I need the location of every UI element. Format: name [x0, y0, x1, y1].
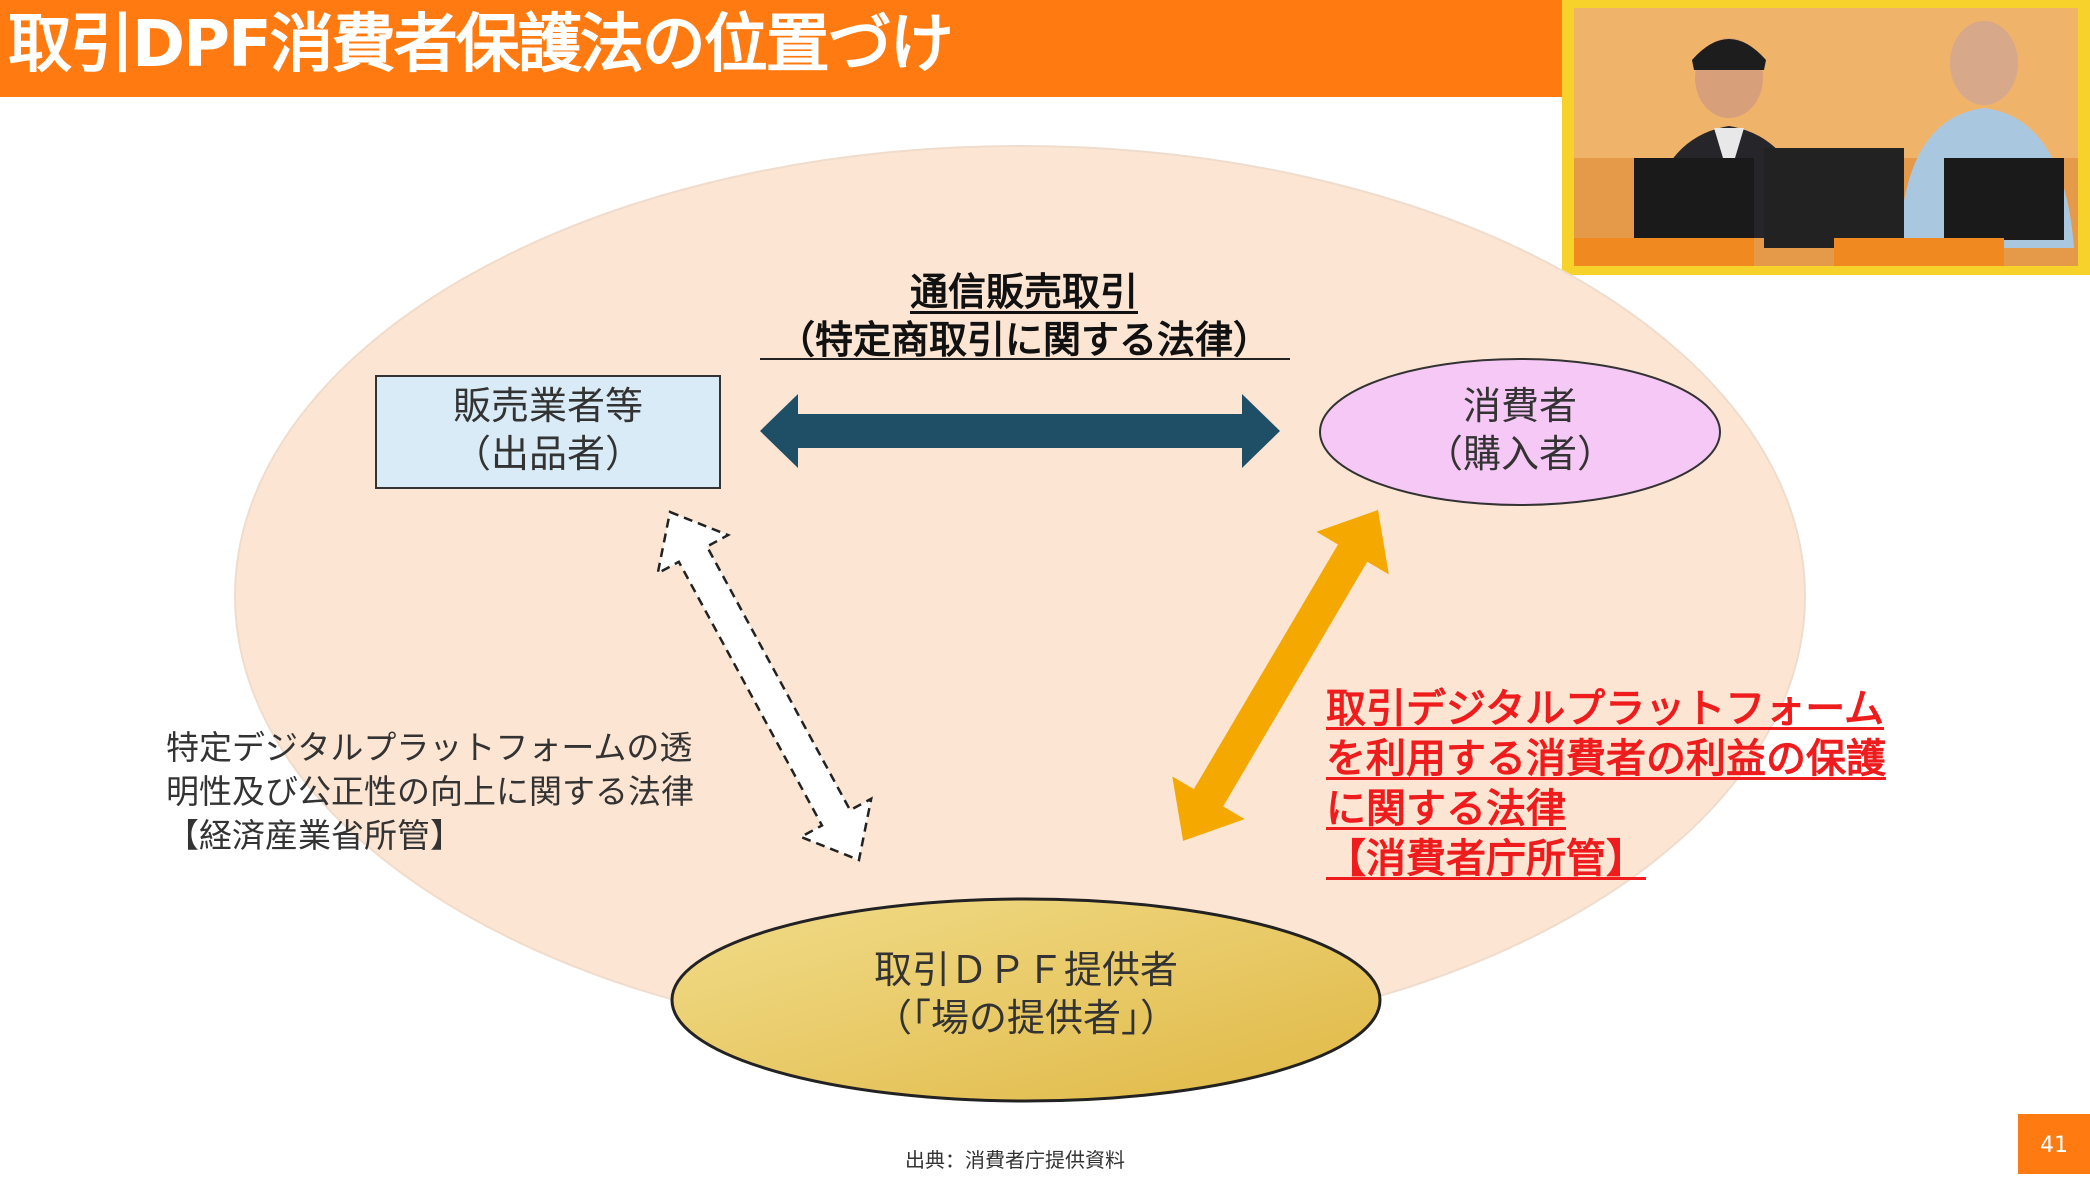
seller-label-line2: （出品者） [452, 432, 643, 476]
right-law-line2: を利用する消費者の利益の保護 [1326, 736, 1886, 782]
seller-label-line1: 販売業者等 [452, 384, 643, 428]
horizontal-double-arrow [760, 394, 1280, 468]
consumer-protection-law: 取引デジタルプラットフォーム を利用する消費者の利益の保護 に関する法律 【消費… [1326, 684, 1886, 884]
left-law-line2: 明性及び公正性の向上に関する法律 [166, 772, 694, 811]
page-number: 41 [2018, 1114, 2090, 1174]
platform-label-line1: 取引ＤＰＦ提供者 [873, 948, 1178, 992]
title-bar: 取引DPF消費者保護法の位置づけ [0, 0, 1562, 97]
platform-label: 取引ＤＰＦ提供者 （「場の提供者」） [700, 946, 1352, 1042]
seller-label: 販売業者等 （出品者） [376, 382, 720, 478]
right-law-line3: に関する法律 [1326, 786, 1566, 832]
mail-order-label-line1: 通信販売取引 [909, 270, 1138, 314]
consumer-label: 消費者 （購入者） [1320, 382, 1720, 478]
slide-title: 取引DPF消費者保護法の位置づけ [8, 8, 954, 82]
mail-order-label-line2: （特定商取引に関する法律） [776, 318, 1271, 362]
presenter-video-image [1574, 8, 2078, 266]
mail-order-law-label: 通信販売取引 （特定商取引に関する法律） [760, 268, 1288, 364]
top-label-underline [760, 358, 1290, 360]
right-law-line4: 【消費者庁所管】 [1326, 836, 1646, 882]
source-citation: 出典：消費者庁提供資料 [905, 1148, 1125, 1172]
platform-label-line2: （「場の提供者」） [873, 996, 1178, 1040]
video-inset-frame [1562, 0, 2090, 275]
digital-platform-transparency-law: 特定デジタルプラットフォームの透 明性及び公正性の向上に関する法律 【経済産業省… [166, 726, 694, 858]
left-law-line1: 特定デジタルプラットフォームの透 [166, 728, 693, 767]
presenter-video [1574, 8, 2078, 266]
seller-box [375, 375, 721, 489]
consumer-ellipse [1319, 358, 1721, 506]
left-law-line3: 【経済産業省所管】 [166, 816, 463, 855]
consumer-label-line1: 消費者 [1462, 384, 1577, 428]
orange-double-arrow [1172, 510, 1389, 841]
platform-ellipse [670, 897, 1382, 1103]
right-law-line1: 取引デジタルプラットフォーム [1326, 686, 1884, 732]
consumer-label-line2: （購入者） [1424, 432, 1615, 476]
dashed-double-arrow [656, 510, 873, 862]
